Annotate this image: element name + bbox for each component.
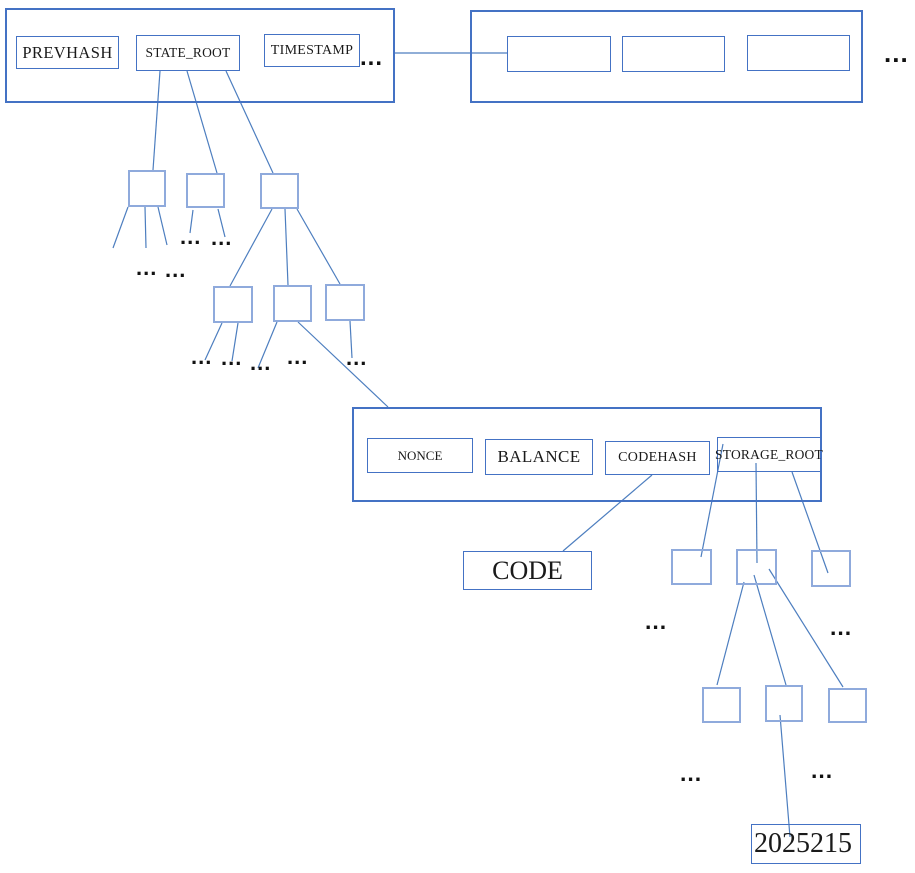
state-trie-node-b bbox=[186, 173, 225, 208]
storage-trie-node-l bbox=[828, 688, 867, 723]
storage-value-box: 2025215 bbox=[751, 824, 861, 864]
node-a-children-ellipsis-2: ... bbox=[165, 257, 187, 282]
edge-node-f-child1 bbox=[349, 320, 353, 359]
nonce-label: NONCE bbox=[397, 447, 443, 463]
edge-storageroot-node-h bbox=[755, 462, 758, 564]
edge-node-a-child3 bbox=[157, 206, 168, 246]
edge-node-a-child2 bbox=[144, 206, 147, 249]
state-root-label: STATE_ROOT bbox=[145, 45, 231, 60]
account-field-storage-root: STORAGE_ROOT bbox=[715, 437, 823, 472]
node-f-children-ellipsis: ... bbox=[346, 345, 368, 370]
storage-row2-ellipsis-left: ... bbox=[680, 760, 703, 786]
prevhash-label: PREVHASH bbox=[22, 42, 113, 62]
edge-node-b-child1 bbox=[189, 209, 194, 234]
edge-node-c-node-d bbox=[229, 208, 273, 287]
block1-more-fields-ellipsis: ... bbox=[360, 44, 384, 71]
state-trie-node-a bbox=[128, 170, 166, 207]
edge-node-e-account bbox=[297, 321, 389, 408]
state-trie-node-e bbox=[273, 285, 312, 322]
block1-field-timestamp: TIMESTAMP bbox=[264, 34, 360, 67]
account-field-balance: BALANCE bbox=[485, 439, 593, 475]
more-blocks-ellipsis: ... bbox=[884, 38, 909, 68]
edge-node-a-child1 bbox=[112, 206, 129, 249]
account-field-nonce: NONCE bbox=[367, 438, 473, 473]
edge-node-h-node-l bbox=[768, 568, 844, 688]
edge-node-c-node-f bbox=[296, 208, 341, 285]
account-field-codehash: CODEHASH bbox=[605, 441, 710, 475]
account-container bbox=[352, 407, 822, 502]
storage-trie-node-g bbox=[671, 549, 712, 585]
edge-codehash-code bbox=[562, 474, 653, 552]
storage-row2-ellipsis-right: ... bbox=[811, 757, 834, 783]
storage-trie-node-j bbox=[702, 687, 741, 723]
node-b-children-ellipsis-1: ... bbox=[180, 224, 202, 249]
balance-label: BALANCE bbox=[497, 447, 581, 466]
edge-stateroot-node-c bbox=[225, 70, 274, 174]
edge-node-e-child1 bbox=[257, 321, 278, 369]
edge-stateroot-node-b bbox=[186, 70, 218, 174]
block2-field-2 bbox=[622, 36, 725, 72]
storage-row1-ellipsis-right: ... bbox=[830, 614, 853, 640]
block2-container bbox=[470, 10, 863, 103]
edge-node-c-node-e bbox=[284, 208, 289, 286]
node-b-children-ellipsis-2: ... bbox=[211, 225, 233, 250]
node-a-children-ellipsis-1: ... bbox=[136, 255, 158, 280]
state-trie-node-f bbox=[325, 284, 365, 321]
storage-row1-ellipsis-left: ... bbox=[645, 608, 668, 634]
node-d-children-ellipsis-2: ... bbox=[221, 345, 243, 370]
edge-node-b-child2 bbox=[217, 208, 226, 238]
storage-trie-node-k bbox=[765, 685, 803, 722]
storage-trie-node-h bbox=[736, 549, 777, 585]
edge-stateroot-node-a bbox=[152, 70, 161, 171]
timestamp-label: TIMESTAMP bbox=[270, 42, 354, 58]
node-e-children-ellipsis-1: ... bbox=[250, 350, 272, 375]
code-label: CODE bbox=[492, 555, 563, 585]
block2-field-1 bbox=[507, 36, 611, 72]
edge-node-h-node-j bbox=[716, 581, 745, 686]
state-trie-node-c bbox=[260, 173, 299, 209]
storage-value: 2025215 bbox=[754, 828, 852, 859]
block1-field-prevhash: PREVHASH bbox=[16, 36, 119, 69]
code-box: CODE bbox=[463, 551, 592, 590]
state-trie-node-d bbox=[213, 286, 253, 323]
edge-storageroot-node-i bbox=[791, 471, 829, 574]
block1-container bbox=[5, 8, 395, 103]
block1-field-state-root: STATE_ROOT bbox=[136, 35, 240, 71]
edge-node-k-storage-value bbox=[779, 714, 791, 838]
edge-node-d-child2 bbox=[231, 322, 239, 362]
codehash-label: CODEHASH bbox=[618, 450, 697, 465]
node-d-children-ellipsis-1: ... bbox=[191, 344, 213, 369]
edge-node-h-node-k bbox=[753, 574, 787, 686]
storage-trie-node-i bbox=[811, 550, 851, 587]
node-e-children-ellipsis-2: ... bbox=[287, 344, 309, 369]
edge-node-d-child1 bbox=[204, 322, 223, 361]
block2-field-3 bbox=[747, 35, 850, 71]
storage-root-label: STORAGE_ROOT bbox=[715, 446, 823, 462]
